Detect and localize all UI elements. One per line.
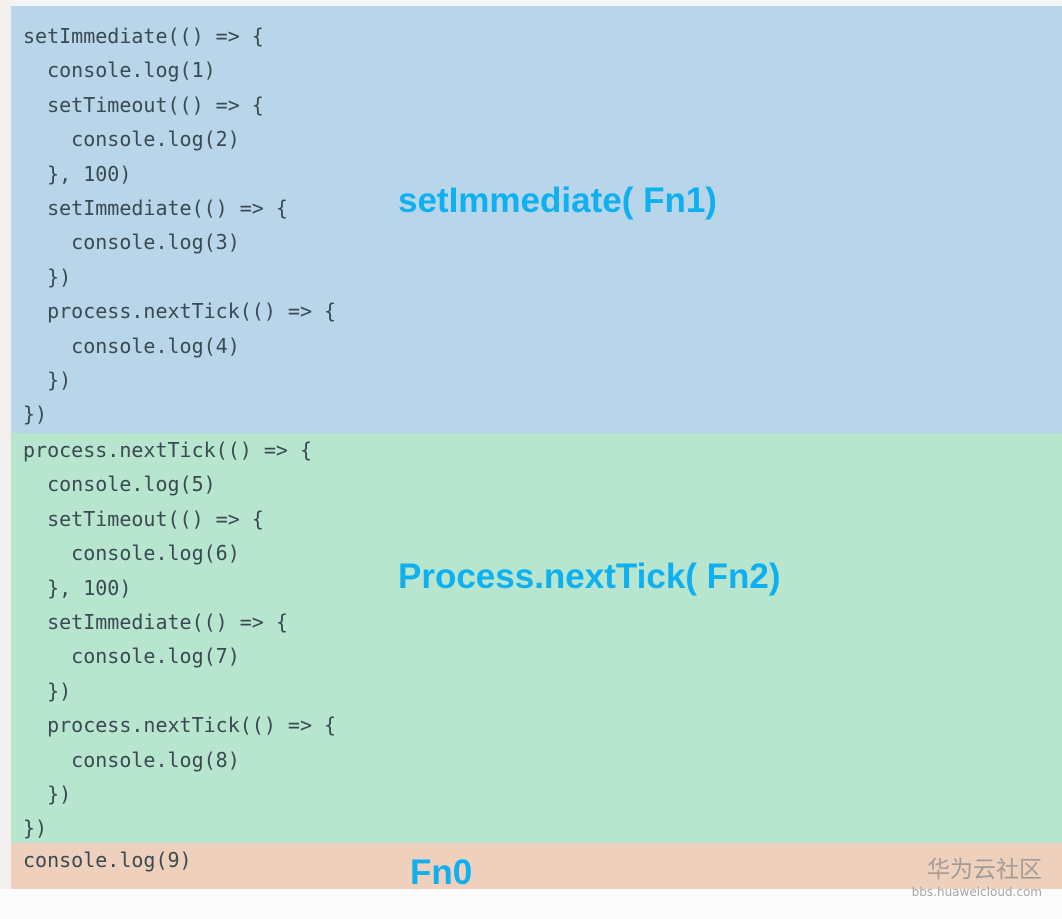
top-border	[0, 0, 1062, 6]
code-line: })	[23, 402, 48, 427]
code-line: console.log(1)	[23, 58, 216, 83]
bottom-border	[0, 889, 1062, 919]
label-next-tick-fn2: Process.nextTick( Fn2)	[398, 557, 781, 596]
code-line: process.nextTick(() => {	[23, 713, 337, 738]
code-line: }, 100)	[23, 161, 132, 186]
watermark-title: 华为云社区	[927, 857, 1042, 883]
code-line: setImmediate(() => {	[23, 196, 288, 221]
code-block-set-immediate: setImmediate(() => { console.log(1) setT…	[23, 19, 336, 432]
code-line: })	[23, 368, 72, 393]
code-line: process.nextTick(() => {	[23, 299, 337, 324]
section-main: console.log(9)	[11, 843, 1062, 889]
code-line: console.log(3)	[23, 230, 240, 255]
left-border	[0, 0, 11, 919]
code-line: console.log(6)	[23, 541, 240, 566]
code-line: process.nextTick(() => {	[23, 438, 312, 462]
code-line: console.log(9)	[23, 848, 192, 872]
code-block-main: console.log(9)	[23, 843, 192, 877]
watermark-url: bbs.huaweicloud.com	[911, 885, 1042, 899]
code-line: setImmediate(() => {	[23, 610, 288, 635]
label-main-fn0: Fn0	[410, 853, 473, 892]
section-next-tick: process.nextTick(() => { console.log(5) …	[11, 433, 1062, 843]
code-line: setTimeout(() => {	[23, 506, 264, 531]
code-line: })	[23, 782, 72, 807]
code-block-next-tick: process.nextTick(() => { console.log(5) …	[23, 433, 336, 846]
label-set-immediate-fn1: setImmediate( Fn1)	[398, 181, 717, 220]
code-line: console.log(7)	[23, 644, 240, 669]
code-line: })	[23, 816, 48, 841]
code-line: }, 100)	[23, 575, 132, 600]
code-line: setImmediate(() => {	[23, 24, 264, 48]
code-line: })	[23, 678, 72, 703]
code-line: })	[23, 264, 72, 289]
code-line: console.log(8)	[23, 747, 240, 772]
code-line: console.log(4)	[23, 333, 240, 358]
code-line: console.log(2)	[23, 127, 240, 152]
code-line: setTimeout(() => {	[23, 92, 264, 117]
code-line: console.log(5)	[23, 472, 216, 497]
section-set-immediate: setImmediate(() => { console.log(1) setT…	[11, 6, 1062, 433]
